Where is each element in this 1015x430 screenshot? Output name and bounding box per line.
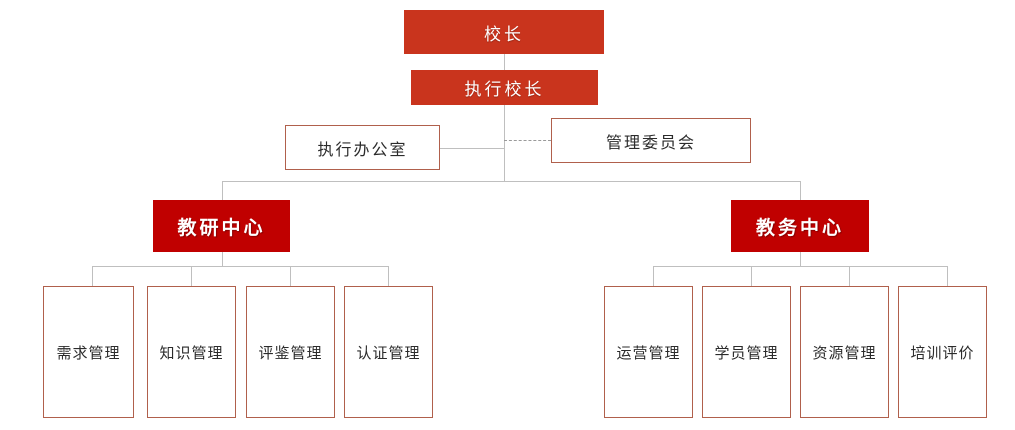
connector-academic-affairs-drop [800,252,801,266]
node-leaf-training-evaluation[interactable]: 培训评价 [898,286,987,418]
connector-leaf-r3 [849,266,850,286]
connector-principal-to-exec [504,54,505,70]
node-leaf-operations-management[interactable]: 运营管理 [604,286,693,418]
connector-exec-trunk [504,105,505,181]
node-leaf-certification-management[interactable]: 认证管理 [344,286,433,418]
node-leaf-knowledge-management[interactable]: 知识管理 [147,286,236,418]
connector-leaf-l4 [388,266,389,286]
node-leaf-student-management[interactable]: 学员管理 [702,286,791,418]
connector-management-committee-dashed [504,140,551,141]
connector-centers-bar [222,181,801,182]
node-management-committee[interactable]: 管理委员会 [551,118,751,163]
node-leaf-evaluation-management[interactable]: 评鉴管理 [246,286,335,418]
connector-teaching-research-drop [222,252,223,266]
connector-leaf-l1 [92,266,93,286]
connector-bar-to-academic-affairs [800,181,801,200]
node-principal[interactable]: 校长 [404,10,604,54]
node-executive-principal[interactable]: 执行校长 [411,70,598,105]
connector-teaching-research-bar [92,266,388,267]
connector-leaf-l3 [290,266,291,286]
connector-leaf-r4 [947,266,948,286]
connector-bar-to-teaching-research [222,181,223,200]
connector-academic-affairs-bar [653,266,947,267]
node-academic-affairs-center[interactable]: 教务中心 [731,200,869,252]
node-teaching-research-center[interactable]: 教研中心 [153,200,290,252]
connector-exec-office [440,148,504,149]
node-leaf-demand-management[interactable]: 需求管理 [43,286,134,418]
node-executive-office[interactable]: 执行办公室 [285,125,440,170]
node-leaf-resource-management[interactable]: 资源管理 [800,286,889,418]
connector-leaf-l2 [191,266,192,286]
connector-leaf-r1 [653,266,654,286]
connector-leaf-r2 [751,266,752,286]
